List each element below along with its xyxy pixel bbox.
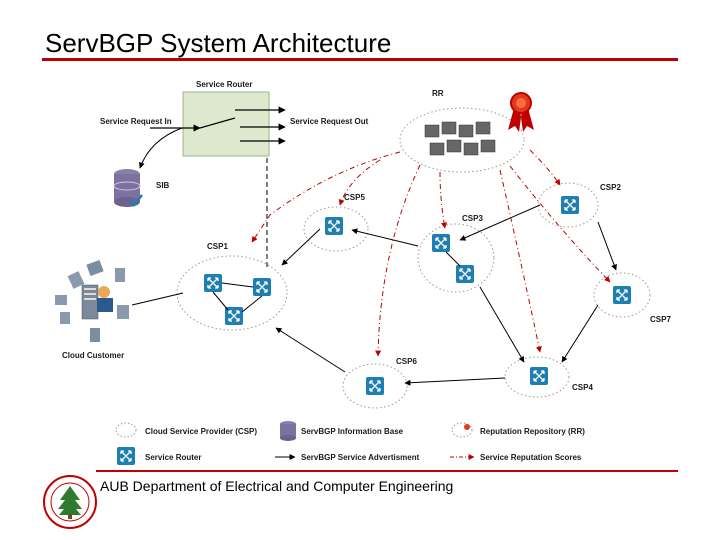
legend-rr-icon: [451, 422, 473, 438]
csp4-cloud: [504, 356, 570, 398]
page-title: ServBGP System Architecture: [45, 28, 392, 58]
csp5-label: CSP5: [344, 193, 365, 202]
csp5-cloud: [303, 206, 369, 252]
csp3-cloud: [417, 223, 495, 293]
service-router-label: Service Router: [196, 80, 252, 89]
legend-advertisment-label: ServBGP Service Advertisment: [301, 453, 420, 462]
service-router-box: Service Router Service Request In Servic…: [100, 80, 369, 157]
csp2-label: CSP2: [600, 183, 621, 192]
service-advertisement-arrows: [275, 204, 617, 386]
csp7-label: CSP7: [650, 315, 671, 324]
footer-text: AUB Department of Electrical and Compute…: [100, 478, 454, 494]
csp2-cloud: [537, 182, 599, 228]
aub-seal-logo: [43, 475, 97, 529]
legend-router-label: Service Router: [145, 453, 201, 462]
legend-info-base-label: ServBGP Information Base: [301, 427, 404, 436]
csp7-cloud: [593, 272, 651, 318]
sib-label: SIB: [156, 181, 170, 190]
csp3-label: CSP3: [462, 214, 483, 223]
csp1-cloud: [176, 255, 288, 331]
cloud-customer-icon: [55, 259, 129, 342]
reputation-award-icon: [508, 92, 534, 132]
legend: Cloud Service Provider (CSP) Service Rou…: [115, 421, 585, 466]
csp6-cloud: [342, 363, 408, 409]
sib-database-icon: [113, 169, 143, 208]
legend-csp-label: Cloud Service Provider (CSP): [145, 427, 257, 436]
legend-reputation-label: Service Reputation Scores: [480, 453, 582, 462]
legend-router-icon: [116, 446, 136, 466]
title-divider: [42, 58, 678, 61]
csp1-label: CSP1: [207, 242, 228, 251]
csp6-label: CSP6: [396, 357, 417, 366]
csp4-label: CSP4: [572, 383, 593, 392]
reputation-score-arrows: [251, 149, 611, 357]
legend-info-base-icon: [280, 421, 296, 441]
service-request-out-label: Service Request Out: [290, 117, 369, 126]
legend-rr-label: Reputation Repository (RR): [480, 427, 585, 436]
rr-label: RR: [432, 89, 444, 98]
rr-cloud: [399, 107, 525, 173]
cloud-customer-label: Cloud Customer: [62, 351, 124, 360]
legend-csp-icon: [115, 422, 137, 438]
customer-link-line: [131, 292, 184, 306]
service-request-in-label: Service Request In: [100, 117, 172, 126]
footer-divider: [96, 470, 678, 472]
